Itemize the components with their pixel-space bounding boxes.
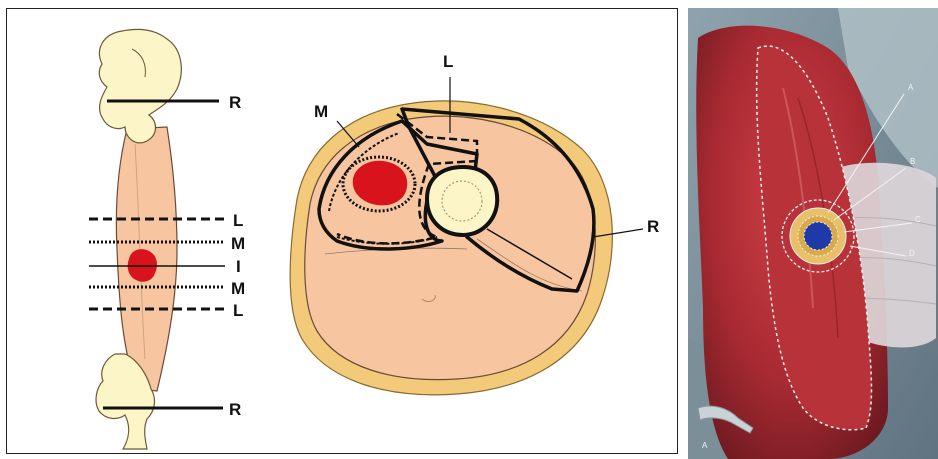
cross-section-muscle (305, 116, 596, 379)
label-l-upper: L (233, 211, 243, 230)
label-m-upper: M (231, 234, 245, 253)
photo-label-d: D (909, 249, 915, 258)
cross-section-diagram: L M R (290, 52, 659, 395)
surgical-photo: A B C D A (688, 8, 938, 459)
photo-svg: A B C D A (688, 8, 938, 459)
illustration-svg: R L M I M L R (7, 9, 677, 453)
photo-panel-label: A (702, 441, 708, 450)
label-l-lower: L (233, 301, 243, 320)
photo-label-c: C (915, 215, 921, 224)
photo-label-a: A (908, 83, 914, 92)
illustration-panel: R L M I M L R (6, 8, 678, 454)
hip-bone (99, 29, 181, 142)
femur-cross-section (427, 167, 497, 235)
label-r-bottom: R (229, 400, 241, 419)
label-m-lower: M (231, 279, 245, 298)
photo-label-b: B (910, 157, 915, 166)
leg-diagram: R L M I M L R (89, 29, 245, 449)
label-r-cross: R (647, 217, 659, 236)
label-r-top: R (229, 93, 241, 112)
tumor-marker (804, 222, 832, 250)
label-i: I (236, 257, 241, 276)
label-l-cross: L (443, 52, 453, 71)
label-m-cross: M (314, 102, 328, 121)
